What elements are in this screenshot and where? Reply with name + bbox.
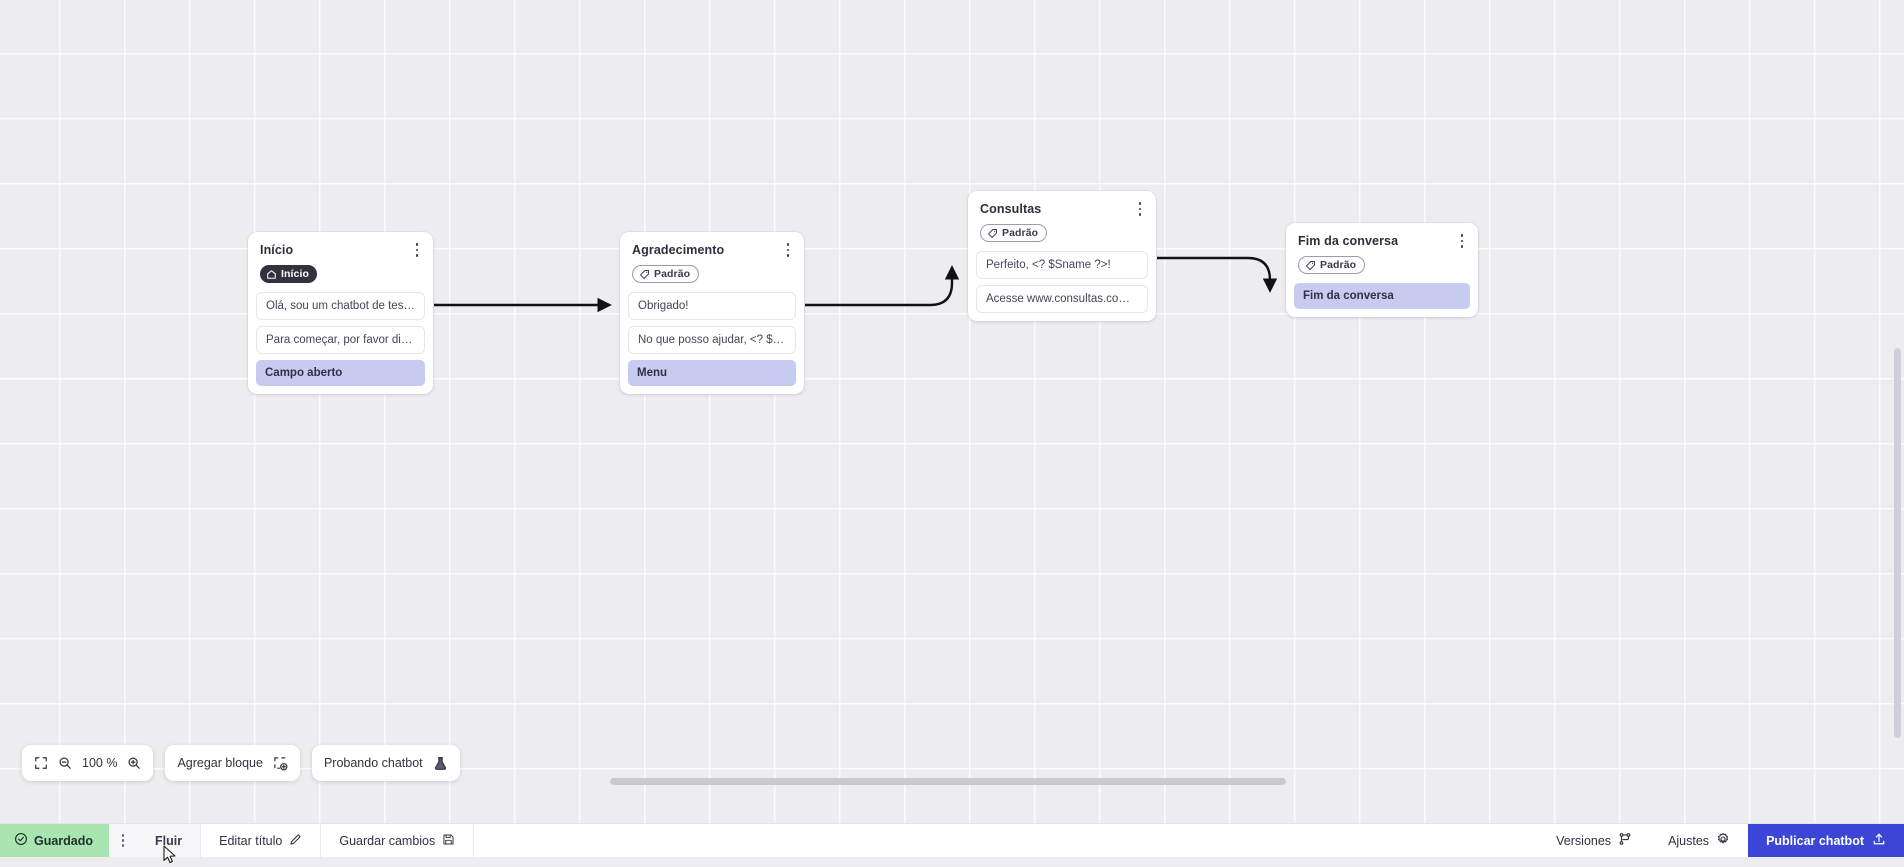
settings-button[interactable]: Ajustes (1650, 824, 1748, 857)
flow-node-fim-da-conversa[interactable]: Fim da conversa Padrão Fim da conversa (1286, 223, 1478, 317)
node-message[interactable]: Perfeito, <? $Sname ?>! (976, 251, 1148, 279)
edit-title-button[interactable]: Editar título (201, 824, 321, 857)
node-menu-icon[interactable] (781, 242, 795, 258)
node-header: Fim da conversa Padrão (1286, 223, 1478, 283)
node-menu-icon[interactable] (1455, 233, 1469, 249)
node-body: Fim da conversa (1286, 283, 1478, 317)
node-message[interactable]: Para começar, por favor digite o ... (256, 326, 425, 354)
node-badge-label: Padrão (1002, 227, 1038, 239)
tag-icon (1305, 260, 1316, 271)
floppy-disk-icon (442, 833, 455, 849)
node-body: Perfeito, <? $Sname ?>! Acesse www.consu… (968, 251, 1156, 321)
node-badge-inicio[interactable]: Início (260, 265, 317, 283)
node-badge-label: Padrão (654, 268, 690, 280)
status-spacer (474, 824, 1538, 857)
zoom-in-icon[interactable] (127, 756, 141, 770)
test-chatbot-button[interactable]: Probando chatbot (312, 745, 460, 781)
check-circle-icon (14, 832, 28, 849)
node-badge-label: Padrão (1320, 259, 1356, 271)
edge-agradecimento-consultas (805, 268, 952, 305)
home-icon (266, 269, 277, 280)
node-header: Consultas Padrão (968, 191, 1156, 251)
horizontal-scrollbar[interactable] (610, 778, 1286, 785)
node-body: Olá, sou um chatbot de teste! Para começ… (248, 292, 433, 394)
vertical-scrollbar[interactable] (1894, 348, 1901, 738)
node-message[interactable]: Olá, sou um chatbot de teste! (256, 292, 425, 320)
node-message[interactable]: Obrigado! (628, 292, 796, 320)
tag-icon (987, 228, 998, 239)
node-badge-row: Padrão (1298, 256, 1466, 274)
status-bar: Guardado Fluir Editar título Guardar cam… (0, 823, 1904, 857)
zoom-level-value: 100 % (82, 756, 117, 770)
tab-fluir-label: Fluir (155, 834, 182, 848)
node-badge-row: Padrão (980, 224, 1144, 242)
node-header: Início Início (248, 232, 433, 292)
versions-button[interactable]: Versiones (1538, 824, 1650, 857)
add-block-button[interactable]: Agregar bloque (165, 745, 299, 781)
status-right-group: Versiones Ajustes (1538, 824, 1904, 857)
node-chip[interactable]: Fim da conversa (1294, 283, 1470, 309)
publish-label: Publicar chatbot (1766, 834, 1864, 848)
node-chip[interactable]: Menu (628, 360, 796, 386)
node-badge-label: Início (281, 268, 309, 280)
versions-label: Versiones (1556, 834, 1611, 848)
edge-consultas-fim (1157, 258, 1270, 290)
saved-badge: Guardado (0, 824, 109, 857)
flow-canvas[interactable]: Início Início Olá, sou um chatbot de tes… (0, 0, 1904, 823)
add-block-icon (273, 756, 288, 771)
kebab-menu-icon[interactable] (109, 824, 137, 857)
zoom-controls: 100 % (22, 745, 153, 781)
flow-node-agradecimento[interactable]: Agradecimento Padrão Obrigado! No que po… (620, 232, 804, 394)
status-tabs: Fluir Editar título Guardar cambios (109, 824, 474, 857)
node-message[interactable]: Acesse www.consultas.com par... (976, 285, 1148, 313)
tab-fluir[interactable]: Fluir (137, 824, 201, 857)
save-changes-label: Guardar cambios (339, 834, 435, 848)
node-message[interactable]: No que posso ajudar, <? $Sname ... (628, 326, 796, 354)
flask-icon (433, 756, 448, 771)
settings-label: Ajustes (1668, 834, 1709, 848)
node-badge-row: Início (260, 265, 421, 283)
edit-title-label: Editar título (219, 834, 282, 848)
zoom-out-icon[interactable] (58, 756, 72, 770)
canvas-toolbar: 100 % Agregar bloque Probando chatbot (22, 745, 460, 781)
publish-chatbot-button[interactable]: Publicar chatbot (1748, 824, 1904, 857)
flow-edges (0, 0, 1904, 823)
node-badge-padrao[interactable]: Padrão (1298, 256, 1365, 274)
node-menu-icon[interactable] (410, 242, 424, 258)
fit-screen-icon[interactable] (34, 756, 48, 770)
node-badge-row: Padrão (632, 265, 792, 283)
upload-icon (1872, 832, 1886, 849)
flow-node-inicio[interactable]: Início Início Olá, sou um chatbot de tes… (248, 232, 433, 394)
node-badge-padrao[interactable]: Padrão (632, 265, 699, 283)
node-title: Agradecimento (632, 243, 792, 257)
node-body: Obrigado! No que posso ajudar, <? $Sname… (620, 292, 804, 394)
flow-node-consultas[interactable]: Consultas Padrão Perfeito, <? $Sname ?>!… (968, 191, 1156, 321)
branch-icon (1618, 832, 1632, 849)
node-title: Fim da conversa (1298, 234, 1466, 248)
tag-icon (639, 269, 650, 280)
saved-label: Guardado (34, 834, 93, 848)
node-title: Consultas (980, 202, 1144, 216)
save-changes-button[interactable]: Guardar cambios (321, 824, 474, 857)
node-badge-padrao[interactable]: Padrão (980, 224, 1047, 242)
node-menu-icon[interactable] (1133, 201, 1147, 217)
test-chatbot-label: Probando chatbot (324, 756, 423, 770)
gear-icon (1716, 832, 1730, 849)
pencil-icon (289, 833, 302, 849)
node-chip[interactable]: Campo aberto (256, 360, 425, 386)
node-header: Agradecimento Padrão (620, 232, 804, 292)
add-block-label: Agregar bloque (177, 756, 262, 770)
node-title: Início (260, 243, 421, 257)
